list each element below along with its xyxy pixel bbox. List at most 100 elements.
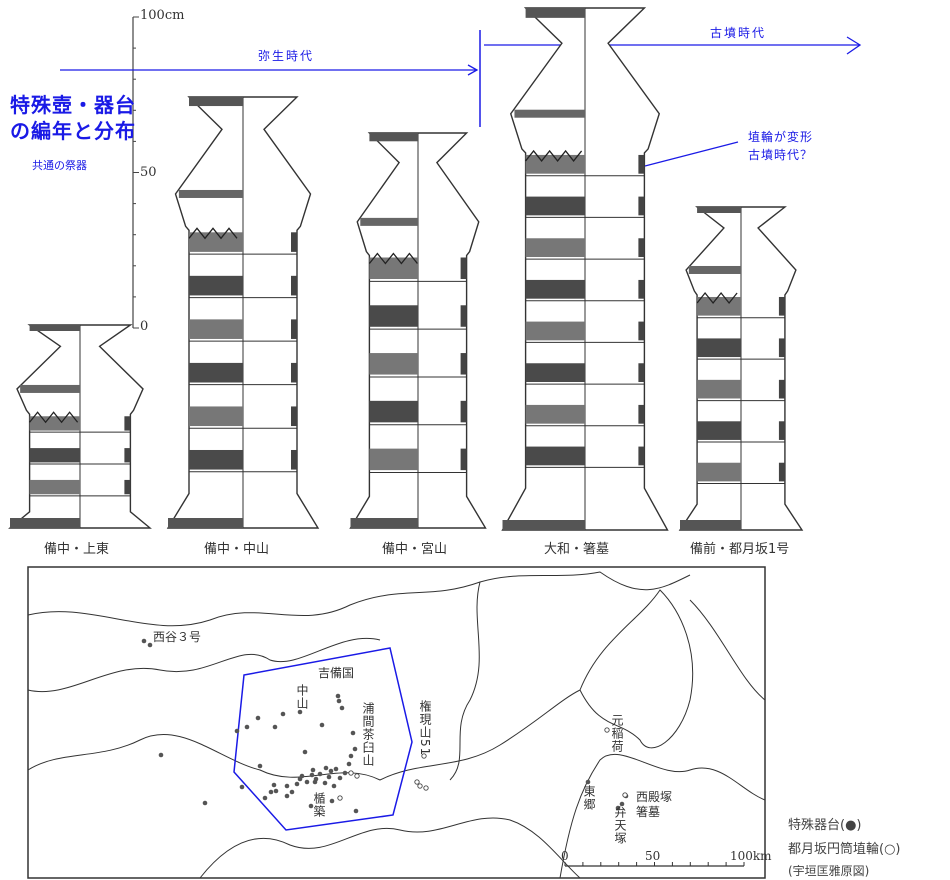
vessel-2-stand-band <box>189 362 243 383</box>
vessel-1-section-wall <box>124 448 131 463</box>
special-stand-site-dot <box>615 805 621 811</box>
special-stand-site-dot <box>313 776 319 782</box>
vessel-3-section-wall <box>460 448 467 471</box>
yayoi-arrowhead-icon <box>467 64 479 76</box>
vessel-5-stand-band <box>697 462 741 482</box>
special-stand-site-dot <box>331 783 337 789</box>
special-stand-site-dot <box>309 772 315 778</box>
axis-label-50: 50 <box>140 165 157 180</box>
special-stand-site-dot <box>317 771 323 777</box>
map-coastline-7 <box>449 581 481 781</box>
special-stand-site-dot <box>294 781 300 787</box>
vessel-3-stand-band <box>369 353 418 375</box>
vessel-5-section-wall <box>778 296 785 316</box>
vessel-3-stand-band <box>369 400 418 423</box>
special-stand-site-dot <box>346 761 352 767</box>
vessel-caption-3: 備中・宮山 <box>382 542 448 557</box>
vessel-4-section-wall <box>638 196 645 216</box>
vessel-2-section-wall <box>291 232 297 252</box>
special-stand-site-dot <box>585 779 591 785</box>
place-gongenyama: 権現山51 <box>418 700 432 757</box>
special-stand-site-dot <box>280 711 286 717</box>
haniwa-site-circle <box>354 773 360 779</box>
vessel-4-stand-band <box>525 238 585 258</box>
vessel-4-rim-band <box>525 8 585 18</box>
vessel-2-stand-band <box>189 449 243 470</box>
vessel-3-section-wall <box>460 305 467 327</box>
axis-label-100cm: 100cm <box>140 8 185 23</box>
haniwa-site-circle <box>414 779 420 785</box>
vessel-2-foot-band <box>168 518 243 528</box>
special-stand-site-dot <box>255 715 261 721</box>
special-stand-site-dot <box>289 789 295 795</box>
vessel-3-section-wall <box>460 257 467 280</box>
vessel-1-section-wall <box>124 416 131 431</box>
map-coastline-2 <box>27 689 581 781</box>
special-stand-site-dot <box>257 763 263 769</box>
place-bentenzuka: 弁天塚 <box>613 806 627 845</box>
vessel-caption-2: 備中・中山 <box>204 542 270 557</box>
special-stand-site-dot <box>336 698 342 704</box>
annotation-line-2: 古墳時代？ <box>748 148 814 162</box>
vessel-5-body-band <box>688 265 741 274</box>
vessel-4-section-wall <box>638 363 645 383</box>
haniwa-site-circle <box>417 783 423 789</box>
kofun-arrowhead-icon <box>846 36 862 55</box>
vessel-5-stand-band <box>697 296 741 316</box>
annotation-leader-line <box>644 141 739 167</box>
vessel-4-stand-band <box>525 321 585 341</box>
vessel-1-rim-band <box>29 325 81 331</box>
vessel-3-body-band <box>360 217 418 226</box>
vessel-3-stand-band <box>369 305 418 327</box>
title-line-1: 特殊壺・器台 <box>10 93 136 117</box>
vessel-4-stand-band <box>525 404 585 424</box>
vessel-caption-1: 備中・上東 <box>44 542 110 557</box>
kibi-region-boundary <box>233 647 413 831</box>
vessel-4-section-wall <box>638 321 645 341</box>
haniwa-site-circle <box>337 795 343 801</box>
special-stand-site-dot <box>323 765 329 771</box>
vessel-1-stand-band <box>29 448 81 463</box>
vessel-4-section-wall <box>638 238 645 258</box>
special-stand-site-dot <box>328 768 334 774</box>
haniwa-site-circle <box>348 770 354 776</box>
vessel-5-stand-band <box>697 338 741 358</box>
legend-tsukizaka-haniwa: 都月坂円筒埴輪(○) <box>788 842 901 857</box>
map-coastline-0 <box>27 571 691 627</box>
special-stand-site-dot <box>202 800 208 806</box>
special-stand-site-dot <box>352 746 358 752</box>
special-stand-site-dot <box>353 808 359 814</box>
scale-label-50: 50 <box>645 849 661 863</box>
special-stand-site-dot <box>239 784 245 790</box>
place-nishitonozuka: 西殿塚 <box>636 790 673 804</box>
scale-label-0: 0 <box>561 849 569 863</box>
special-stand-site-dot <box>268 789 274 795</box>
special-stand-site-dot <box>619 801 625 807</box>
special-stand-site-dot <box>326 774 332 780</box>
vessel-4-stand-band <box>525 196 585 216</box>
axis-label-0: 0 <box>140 319 149 334</box>
vessel-4-section-wall <box>638 404 645 424</box>
vessel-3-foot-band <box>350 518 418 528</box>
haniwa-site-circle <box>423 785 429 791</box>
special-stand-site-dot <box>322 780 328 786</box>
vessel-1-foot-band <box>10 518 80 528</box>
scale-label-100km: 100km <box>730 849 772 863</box>
vessel-1-body-band <box>20 384 80 393</box>
vessel-4-section-wall <box>638 154 645 174</box>
legend-credit: (宇垣匡雅原図) <box>788 864 870 878</box>
vessel-caption-4: 大和・箸墓 <box>544 542 610 557</box>
vessel-4-stand-band <box>525 363 585 383</box>
vessel-2-section-wall <box>291 406 297 427</box>
map-coastline-5 <box>689 599 766 701</box>
vessel-3-zigzag-band <box>368 252 418 265</box>
special-stand-site-dot <box>329 798 335 804</box>
special-stand-site-dot <box>339 705 345 711</box>
vessel-4-zigzag-band <box>525 149 583 162</box>
annotation-line-1: 埴輪が変形 <box>748 130 814 144</box>
special-stand-site-dot <box>147 642 153 648</box>
special-stand-site-dot <box>273 788 279 794</box>
special-stand-site-dot <box>335 693 341 699</box>
vessel-2-rim-band <box>189 97 243 107</box>
